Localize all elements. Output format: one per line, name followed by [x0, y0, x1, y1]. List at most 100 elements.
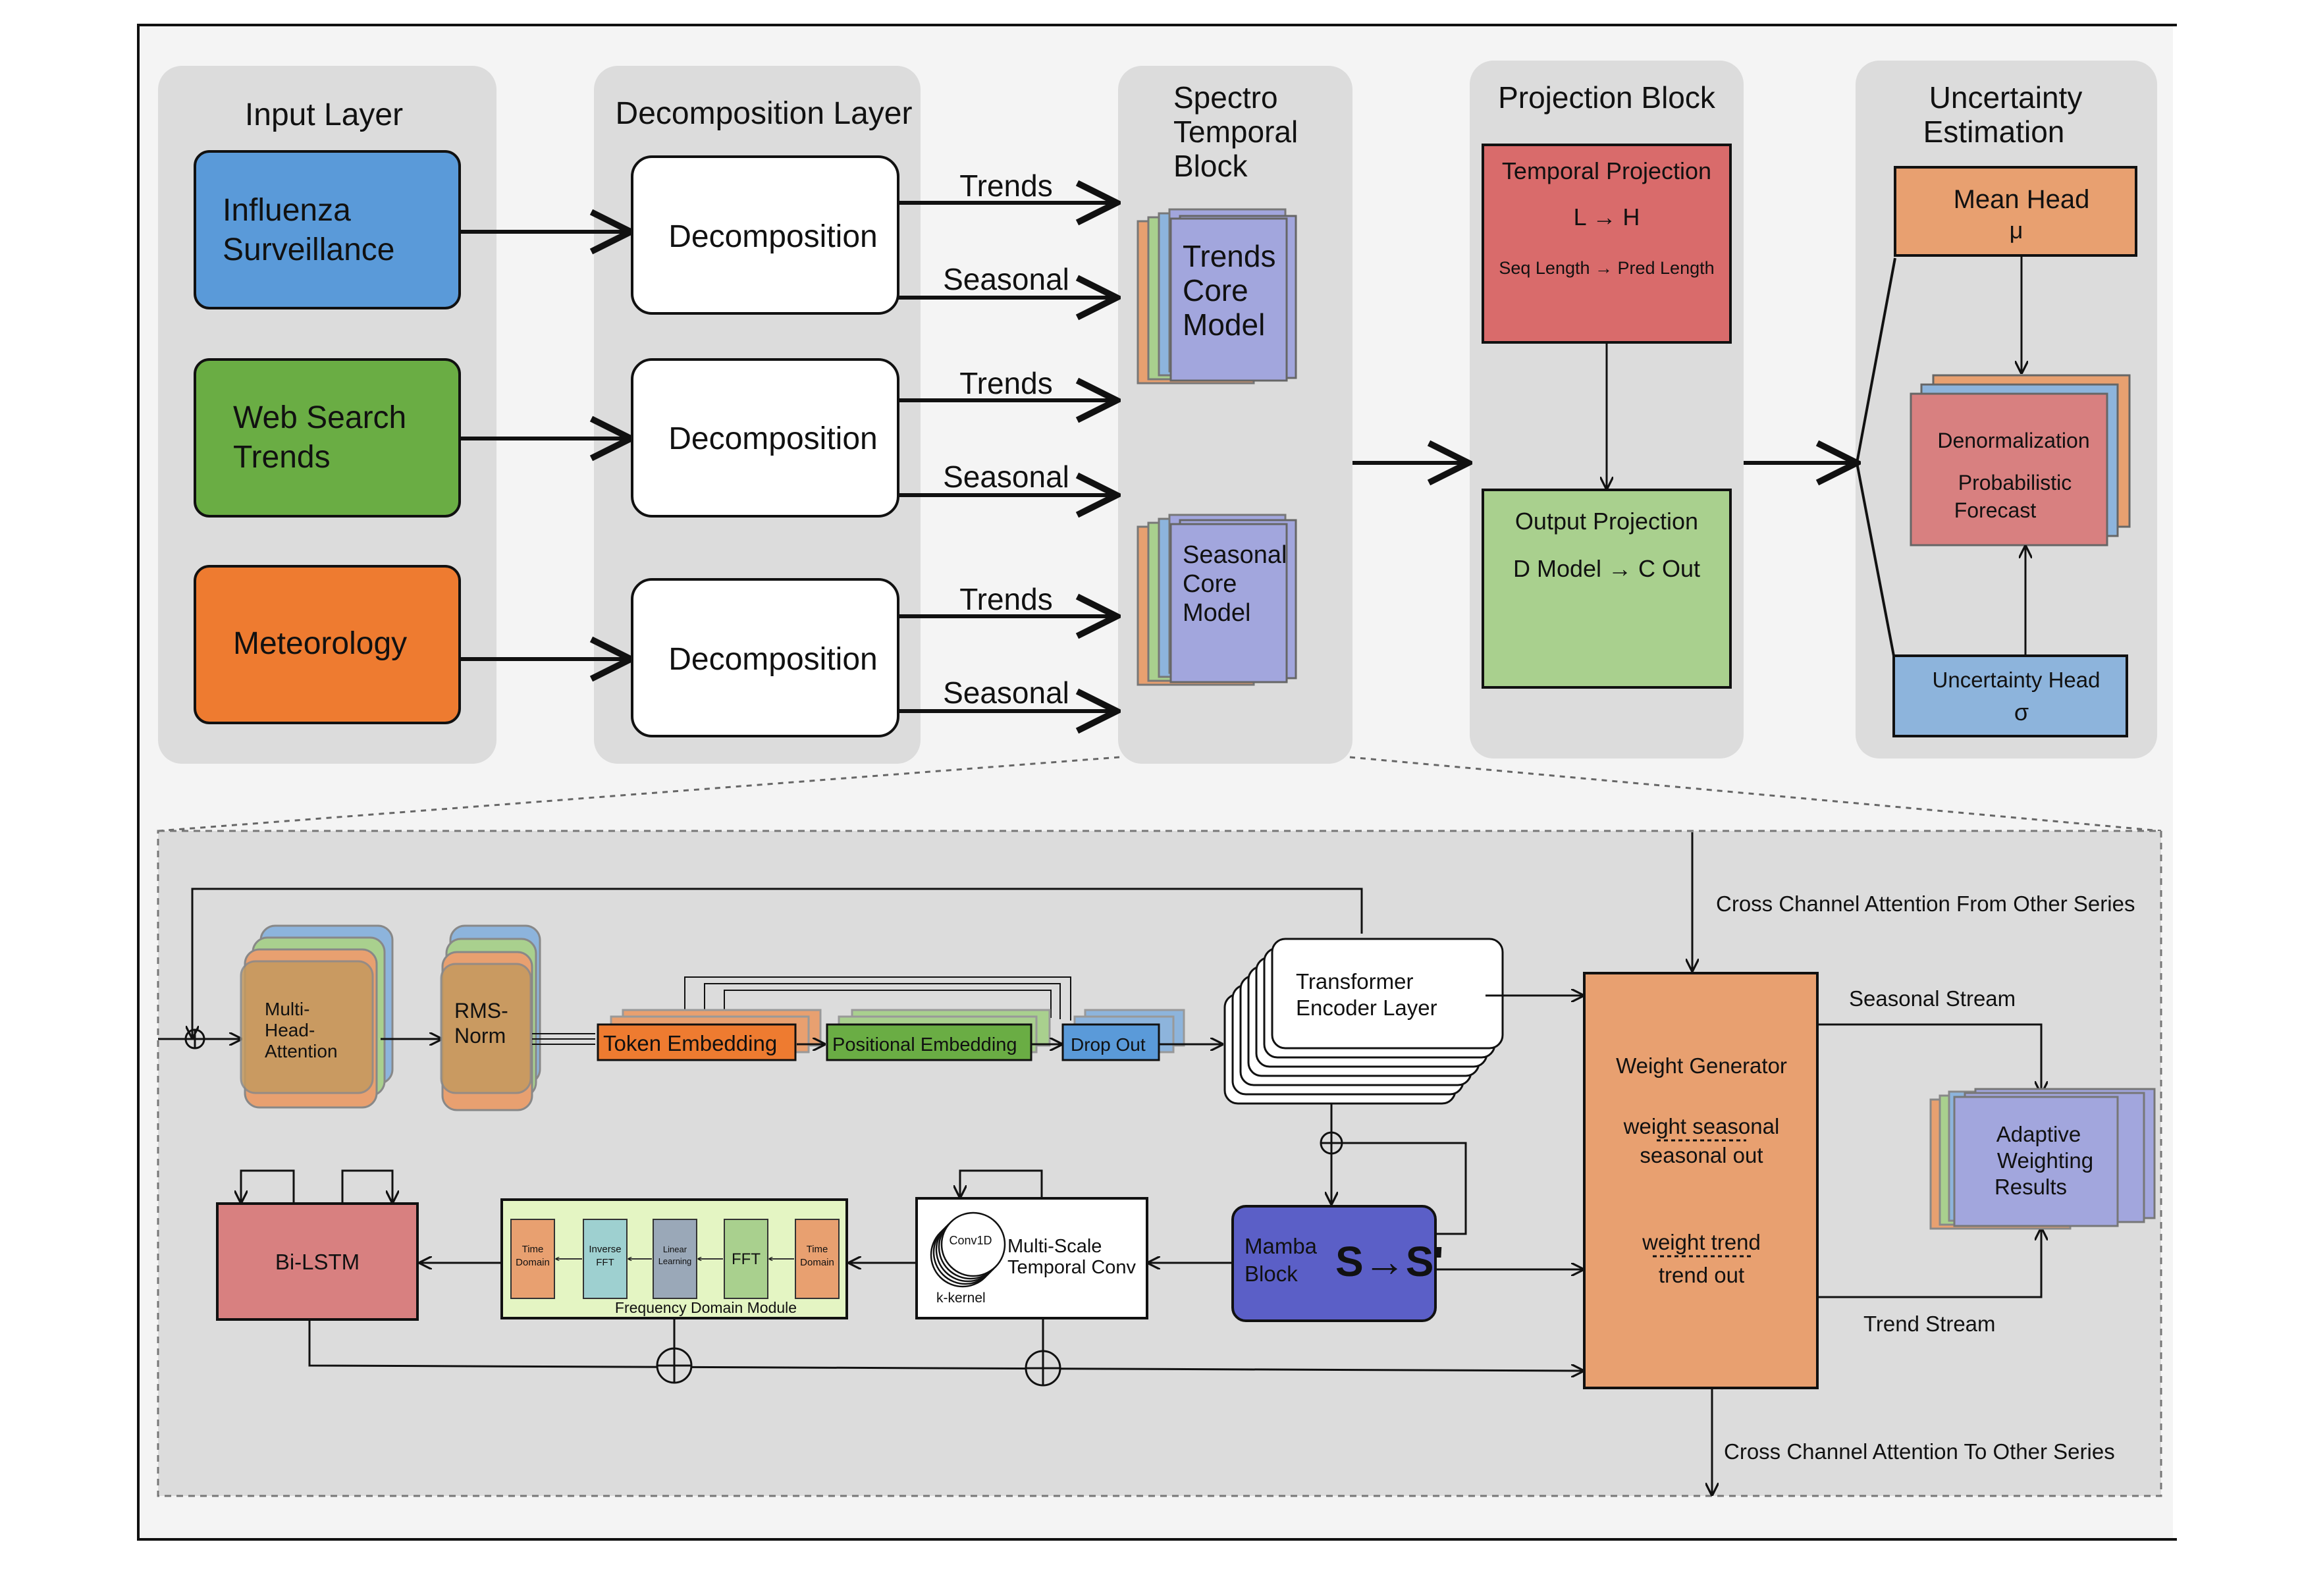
aggregation-add-1	[656, 1347, 693, 1384]
trends-label-2: Trends	[959, 366, 1052, 400]
seasonal-core-stack	[1137, 514, 1297, 686]
decomposition-box-2	[631, 358, 899, 518]
weight-generator-label: Weight Generator	[1616, 1053, 1787, 1078]
msconv-label-2: Temporal Conv	[1007, 1257, 1137, 1278]
web-search-box	[194, 358, 461, 518]
decomposition-box-3	[631, 578, 899, 737]
embedding-connectors	[532, 976, 1071, 1045]
weight-seasonal-label: weight seasonal	[1623, 1114, 1780, 1138]
adaptive-stack	[1929, 1088, 2156, 1230]
projection-title: Projection Block	[1498, 80, 1716, 115]
transformer-label-1: Transformer	[1296, 969, 1413, 994]
kkernel-label: k-kernel	[936, 1290, 986, 1306]
positional-embedding-label: Positional Embedding	[832, 1034, 1017, 1055]
seasonal-label-1: Seasonal	[943, 262, 1069, 296]
probabilistic-label-2: Forecast	[1954, 498, 2037, 522]
spectro-title-2: Temporal	[1173, 115, 1298, 149]
mean-head-label: Mean Head	[1954, 185, 2090, 214]
temporal-projection-seq: Seq Length → Pred Length	[1499, 258, 1714, 278]
adaptive-label-2: Weighting	[1997, 1148, 2093, 1173]
decomposition-label-1: Decomposition	[668, 219, 877, 254]
adaptive-label-3: Results	[1994, 1175, 2067, 1199]
trend-stream-label: Trend Stream	[1863, 1312, 1996, 1336]
zoom-line-right	[1349, 756, 2162, 832]
influenza-label-2: Surveillance	[223, 232, 394, 267]
transformer-stack	[1223, 938, 1504, 1105]
uncertainty-fan	[1855, 257, 1896, 656]
decomposition-box-1	[631, 155, 899, 315]
seasonal-core-label-3: Model	[1183, 599, 1251, 627]
seasonal-core-label-2: Core	[1183, 570, 1237, 598]
meteorology-box	[194, 565, 461, 724]
bilstm-label: Bi-LSTM	[275, 1250, 360, 1274]
uncertainty-title-2: Estimation	[1923, 115, 2065, 149]
uncertainty-title-1: Uncertainty	[1929, 80, 2083, 115]
mamba-label-1: Mamba	[1245, 1234, 1318, 1258]
bilstm-loop-2	[341, 1169, 392, 1204]
output-projection-title: Output Projection	[1515, 508, 1698, 535]
linear-learning-b: Learning	[658, 1256, 692, 1266]
rms-label-2: Norm	[454, 1024, 506, 1048]
web-search-label-2: Trends	[233, 440, 331, 475]
trends-core-label-3: Model	[1183, 307, 1265, 342]
seasonal-label-3: Seasonal	[943, 676, 1069, 710]
msconv-label-1: Multi-Scale	[1007, 1236, 1102, 1257]
output-projection-dc: D Model → C Out	[1513, 555, 1700, 582]
seasonal-out-label: seasonal out	[1640, 1143, 1763, 1167]
token-embedding-label: Token Embedding	[603, 1031, 777, 1055]
meteorology-label: Meteorology	[233, 626, 407, 661]
outer-frame	[137, 24, 2177, 1541]
influenza-box	[194, 150, 461, 309]
transformer-label-2: Encoder Layer	[1296, 996, 1437, 1020]
trends-core-stack	[1137, 208, 1297, 385]
uncertainty-head-label: Uncertainty Head	[1933, 668, 2101, 692]
inverse-fft-b: FFT	[596, 1257, 614, 1268]
time-domain-1-b: Domain	[516, 1257, 550, 1268]
cross-in-label: Cross Channel Attention From Other Serie…	[1716, 891, 2135, 916]
dropout-label: Drop Out	[1071, 1034, 1146, 1055]
trend-stream-arrow	[1817, 1229, 2041, 1298]
sigma-label: σ	[2014, 699, 2029, 726]
decomposition-layer-title: Decomposition Layer	[616, 96, 913, 131]
adaptive-label-1: Adaptive	[1996, 1122, 2081, 1146]
trend-out-label: trend out	[1659, 1263, 1744, 1287]
mu-label: μ	[2010, 217, 2023, 244]
rms-label-1: RMS-	[454, 999, 508, 1023]
decomposition-output-arrows	[898, 203, 1117, 711]
linear-learning-a: Linear	[663, 1244, 687, 1254]
denormalization-stack	[1910, 374, 2131, 546]
bilstm-box	[216, 1202, 419, 1321]
trends-label-1: Trends	[959, 169, 1052, 203]
output-projection-box	[1482, 489, 1732, 689]
mha-stack	[240, 924, 394, 1109]
dropout-stack	[1061, 1009, 1185, 1061]
weight-generator-box	[1583, 972, 1819, 1389]
frequency-module-label: Frequency Domain Module	[615, 1299, 797, 1316]
mean-head-box	[1894, 166, 2137, 257]
seasonal-core-label-1: Seasonal	[1183, 541, 1287, 569]
token-embedding-stack	[597, 1009, 822, 1061]
rms-stack	[440, 924, 541, 1111]
trends-label-3: Trends	[959, 582, 1052, 616]
temporal-projection-lh: L → H	[1574, 203, 1640, 230]
frequency-blocks	[510, 1219, 840, 1299]
fft-label: FFT	[732, 1250, 761, 1268]
positional-embedding-stack	[826, 1009, 1051, 1061]
uncertainty-head-box	[1892, 654, 2128, 737]
spectro-title-1: Spectro	[1173, 80, 1278, 115]
probabilistic-label-1: Probabilistic	[1958, 471, 2072, 494]
mamba-glyph: S→S'	[1335, 1238, 1444, 1285]
aggregation-add-2	[1025, 1350, 1061, 1387]
time-domain-2-b: Domain	[800, 1257, 834, 1268]
influenza-label-1: Influenza	[223, 193, 351, 228]
residual-loop	[192, 888, 1363, 1038]
zoom-line-left	[157, 756, 1120, 832]
decomposition-label-2: Decomposition	[668, 421, 877, 456]
mha-label-2: Head-	[265, 1020, 315, 1040]
mha-label-1: Multi-	[265, 999, 309, 1019]
conv1d-label: Conv1D	[949, 1234, 992, 1247]
mamba-label-2: Block	[1245, 1262, 1298, 1286]
spectro-title-3: Block	[1173, 149, 1248, 183]
input-layer-title: Input Layer	[245, 97, 403, 132]
